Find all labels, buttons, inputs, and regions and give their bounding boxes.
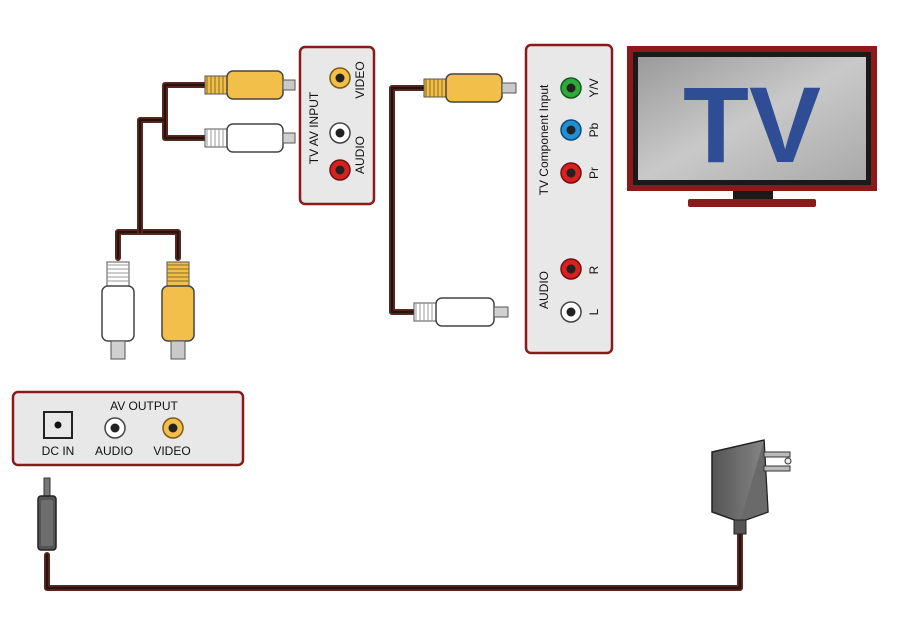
tv-av-audio-red-jack[interactable] [329,159,351,181]
rca-cable-av [115,82,208,261]
tv-av-audio-white-jack[interactable] [329,122,351,144]
tv-av-video-label: VIDEO [353,61,367,98]
component-audio-r-red-jack[interactable] [560,258,582,280]
dc-barrel-plug[interactable] [37,477,57,551]
tv-av-input-panel: TV AV INPUT VIDEO AUDIO [298,45,376,206]
av-output-panel: AV OUTPUT DC IN AUDIO VIDEO [11,390,245,467]
component-rca-plug-yellow[interactable] [423,73,517,103]
tv-component-audio-label: AUDIO [537,271,551,309]
tv-component-pb-label: Pb [587,122,601,137]
component-audio-cable [389,85,433,315]
av-output-video-label: VIDEO [153,444,190,458]
tv-screen-label: TV [683,64,821,185]
component-pr-red-jack[interactable] [560,162,582,184]
tv-av-audio-label: AUDIO [353,136,367,174]
rca-plug-yellow-horizontal[interactable] [204,70,296,100]
power-adapter-icon [711,439,792,535]
av-output-video-jack[interactable] [162,417,184,439]
component-pb-blue-jack[interactable] [560,119,582,141]
tv-component-l-label: L [587,308,601,315]
cables [44,82,743,591]
component-y-green-jack[interactable] [560,77,582,99]
rca-plug-white-horizontal[interactable] [204,123,296,153]
av-output-audio-label: AUDIO [95,444,133,458]
component-rca-plug-white[interactable] [413,297,509,327]
tv-component-r-label: R [587,265,601,274]
rca-plug-white-vertical[interactable] [101,261,135,360]
av-output-audio-jack[interactable] [104,417,126,439]
av-output-title: AV OUTPUT [110,399,178,413]
tv-component-y-label: Y/V [587,78,601,97]
tv-monitor: TV [627,46,877,207]
rca-plug-yellow-vertical[interactable] [161,261,195,360]
tv-av-input-title: TV AV INPUT [307,91,321,164]
tv-component-input-panel: TV Component Input AUDIO Y/V Pb Pr R L [524,43,614,355]
tv-component-pr-label: Pr [587,167,601,179]
power-cable [44,529,743,591]
component-audio-l-white-jack[interactable] [560,301,582,323]
dc-in-jack[interactable] [43,411,73,439]
tv-av-video-jack[interactable] [329,67,351,89]
dc-in-label: DC IN [42,444,75,458]
tv-component-title: TV Component Input [537,84,551,195]
